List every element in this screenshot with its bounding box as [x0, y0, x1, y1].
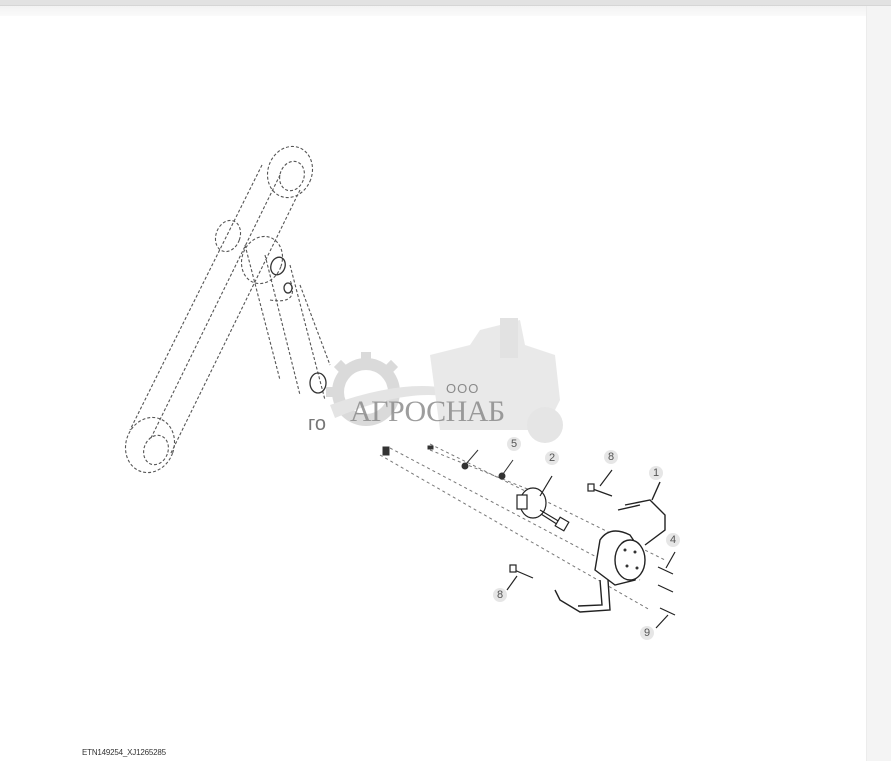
linkage-arm-assembly: [124, 145, 331, 474]
fasteners: [382, 445, 514, 480]
bolts: [506, 469, 676, 629]
callout-5: 5: [507, 437, 521, 451]
callout-4: 4: [666, 533, 680, 547]
watermark-logo-graphic: [326, 318, 563, 443]
watermark-prefix: ООО: [446, 381, 480, 396]
watermark-company-name: АГРОСНАБ: [350, 395, 505, 428]
callout-8-top: 8: [604, 450, 618, 464]
figure-id-caption: ETN149254_XJ1265285: [82, 748, 166, 757]
callout-9: 9: [640, 626, 654, 640]
exploded-axis-lines: [379, 443, 666, 611]
top-shadow: [0, 6, 891, 16]
part-2-sensor: [516, 475, 570, 532]
right-scroll-gutter[interactable]: [866, 6, 891, 761]
callout-2: 2: [545, 451, 559, 465]
top-toolbar-strip: [0, 0, 891, 6]
part-1-bracket: [554, 481, 666, 613]
callout-1: 1: [649, 466, 663, 480]
watermark-text-fragment: го: [308, 413, 326, 435]
callout-8-bottom: 8: [493, 588, 507, 602]
